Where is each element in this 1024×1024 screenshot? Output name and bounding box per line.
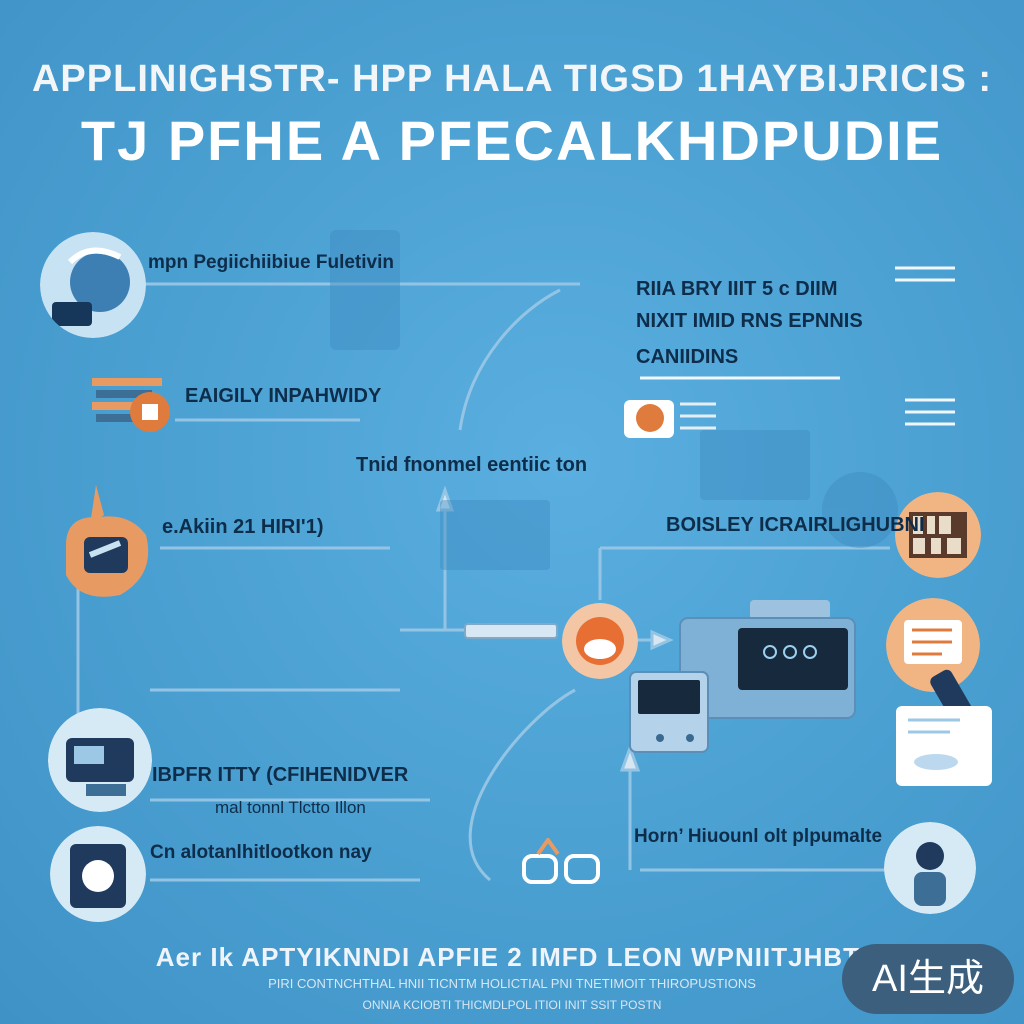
brain-icon (562, 603, 638, 679)
document-icon (886, 598, 980, 692)
label-top-left: mpn Pegiichiibiue Fuletivin (148, 252, 394, 273)
label-boisley: BOISLEY ICRAIRLIGHUBNI (666, 514, 925, 536)
label-akin: e.Akiin 21 HIRI'1) (162, 516, 324, 538)
label-cn: Cn alotanlhitlootkon nay (150, 842, 372, 863)
ai-generated-badge: AI生成 (842, 944, 1014, 1014)
label-right-1: RIIA BRY IIIT 5 c DIIM (636, 278, 838, 300)
monitor-icon (624, 400, 716, 438)
machine-icon (48, 708, 152, 812)
label-center: Tnid fnonmel eentiic ton (356, 454, 588, 476)
hand-puzzle-icon (66, 485, 149, 597)
label-mal: mal tonnl Tlctto Illon (215, 798, 366, 817)
label-right-2: NIXIT IMID RNS EPNNIS (636, 310, 863, 332)
bookshelf-icon (895, 492, 981, 578)
globe-icon (40, 232, 146, 338)
title-line-1: APPLINIGHSTR- HPP HALA TIGSD 1HAYBIJRICI… (31, 58, 993, 100)
label-eagle: EAIGILY INPAHWIDY (185, 385, 382, 407)
label-right-3: CANIIDINS (636, 346, 739, 368)
books-icon (92, 378, 170, 432)
footer-line-2: PIRI CONTNCHTHAL HNII TICNTM HOLICTIAL P… (268, 976, 756, 991)
robot-icon (896, 669, 992, 786)
glasses-icon (522, 838, 600, 884)
footer-line-1: Aer Ik APTYIKNNDI APFIE 2 IMFD LEON WPNI… (155, 942, 869, 972)
person-icon (884, 822, 976, 914)
label-bpfr: IBPFR ITTY (CFIHENIDVER (152, 764, 409, 786)
reader-icon (50, 826, 146, 922)
title-line-2: TJ PFHE A PFECALKHDPUDIE (80, 109, 944, 172)
footer-line-3: ONNIA KCIOBTI THICMDLPOL ITIOI INIT SSIT… (362, 998, 662, 1012)
label-horn: Horn’ Hiuounl olt plpumalte (634, 826, 883, 847)
